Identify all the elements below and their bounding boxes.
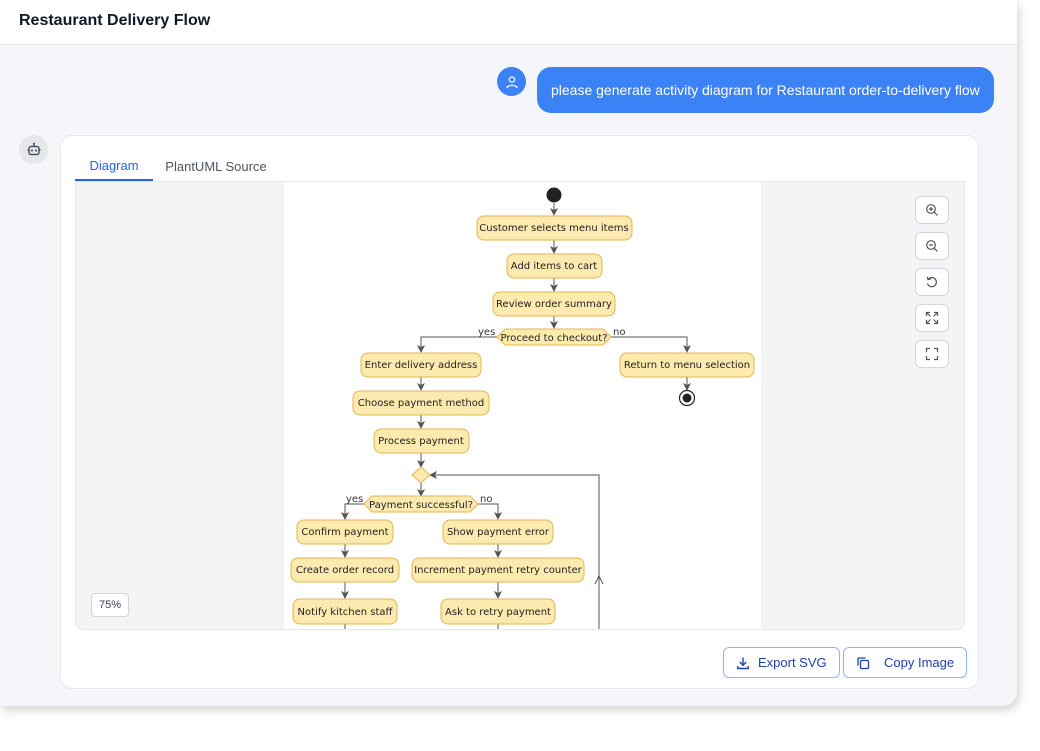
- zoom-level-text: 75%: [99, 599, 122, 611]
- fit-icon: [925, 311, 939, 325]
- user-icon: [505, 75, 518, 88]
- edge: [611, 336, 691, 353]
- svg-text:Customer selects menu items: Customer selects menu items: [479, 223, 628, 234]
- svg-text:Choose payment method: Choose payment method: [358, 398, 484, 409]
- diagram-viewport[interactable]: Customer selects menu items Add items to…: [75, 182, 965, 630]
- fullscreen-button[interactable]: [915, 340, 949, 368]
- retry-loop-edge: [429, 471, 600, 629]
- svg-text:Return to menu selection: Return to menu selection: [624, 360, 750, 371]
- activity-node: Choose payment method: [352, 390, 490, 416]
- activity-node: Notify kitchen staff: [292, 598, 398, 625]
- loop-arrow-icon: [594, 574, 604, 585]
- activity-node: Increment payment retry counter: [411, 557, 585, 583]
- diagram-tabs: Diagram PlantUML Source: [75, 152, 965, 182]
- activity-node: Customer selects menu items: [476, 215, 633, 241]
- svg-text:Enter delivery address: Enter delivery address: [365, 360, 478, 371]
- decision-node: Payment successful?: [363, 495, 479, 513]
- activity-node: Return to menu selection: [619, 352, 755, 378]
- user-message-bubble: please generate activity diagram for Res…: [537, 67, 994, 113]
- activity-node: Show payment error: [442, 519, 554, 545]
- header: Restaurant Delivery Flow: [0, 0, 1017, 45]
- fullscreen-icon: [925, 347, 939, 361]
- start-node: [546, 187, 562, 203]
- reset-zoom-button[interactable]: [915, 268, 949, 296]
- activity-node: Enter delivery address: [360, 352, 482, 378]
- merge-node: [411, 466, 431, 484]
- download-icon: [737, 657, 749, 669]
- svg-text:Proceed to checkout?: Proceed to checkout?: [500, 333, 607, 344]
- tab-plantuml-source-label: PlantUML Source: [165, 159, 267, 174]
- activity-node: Confirm payment: [296, 519, 394, 545]
- activity-node: Process payment: [373, 428, 470, 454]
- activity-node: Ask to retry payment: [440, 598, 556, 625]
- robot-icon: [27, 142, 40, 155]
- zoom-in-icon: [926, 204, 938, 216]
- end-node: [678, 389, 696, 407]
- assistant-response-card: Diagram PlantUML Source: [60, 135, 979, 689]
- svg-text:Process payment: Process payment: [378, 436, 464, 447]
- activity-diagram: Customer selects menu items Add items to…: [290, 187, 755, 629]
- decision-node: Proceed to checkout?: [496, 328, 612, 346]
- tab-plantuml-source[interactable]: PlantUML Source: [163, 152, 269, 181]
- activity-node: Review order summary: [492, 291, 616, 317]
- assistant-avatar: [19, 135, 48, 164]
- svg-text:Notify kitchen staff: Notify kitchen staff: [298, 607, 394, 618]
- edge: [341, 503, 364, 520]
- zoom-in-button[interactable]: [915, 196, 949, 224]
- app-window: Restaurant Delivery Flow please generate…: [0, 0, 1017, 706]
- svg-text:Create order record: Create order record: [296, 565, 394, 576]
- tab-diagram-label: Diagram: [89, 158, 139, 173]
- edge: [417, 336, 497, 353]
- svg-text:Ask to retry payment: Ask to retry payment: [445, 607, 551, 618]
- svg-text:Increment payment retry counte: Increment payment retry counter: [414, 565, 582, 576]
- guard-label: yes: [346, 494, 363, 505]
- zoom-level-indicator: 75%: [91, 593, 130, 617]
- zoom-controls: [915, 196, 951, 376]
- user-avatar: [497, 67, 526, 96]
- guard-label: yes: [478, 327, 495, 338]
- page-title: Restaurant Delivery Flow: [19, 12, 211, 29]
- activity-node: Create order record: [290, 557, 400, 583]
- copy-icon: [857, 656, 870, 669]
- copy-image-label: Copy Image: [884, 655, 955, 670]
- user-message-text: please generate activity diagram for Res…: [551, 82, 980, 98]
- svg-text:Add items to cart: Add items to cart: [511, 261, 597, 272]
- diagram-canvas: Customer selects menu items Add items to…: [284, 182, 761, 629]
- copy-image-button[interactable]: Copy Image: [843, 647, 968, 678]
- tab-diagram[interactable]: Diagram: [75, 152, 153, 181]
- guard-label: no: [613, 327, 625, 338]
- reset-icon: [926, 276, 937, 288]
- svg-text:Review order summary: Review order summary: [496, 299, 612, 310]
- fit-to-screen-button[interactable]: [915, 304, 949, 332]
- guard-label: no: [480, 494, 492, 505]
- edge: [478, 503, 502, 520]
- svg-text:Confirm payment: Confirm payment: [301, 527, 388, 538]
- svg-text:Payment successful?: Payment successful?: [369, 500, 473, 511]
- export-svg-button[interactable]: Export SVG: [723, 647, 840, 678]
- activity-node: Add items to cart: [506, 253, 603, 279]
- zoom-out-button[interactable]: [915, 232, 949, 260]
- zoom-out-icon: [926, 240, 938, 252]
- svg-text:Show payment error: Show payment error: [447, 527, 550, 538]
- export-svg-label: Export SVG: [758, 655, 827, 670]
